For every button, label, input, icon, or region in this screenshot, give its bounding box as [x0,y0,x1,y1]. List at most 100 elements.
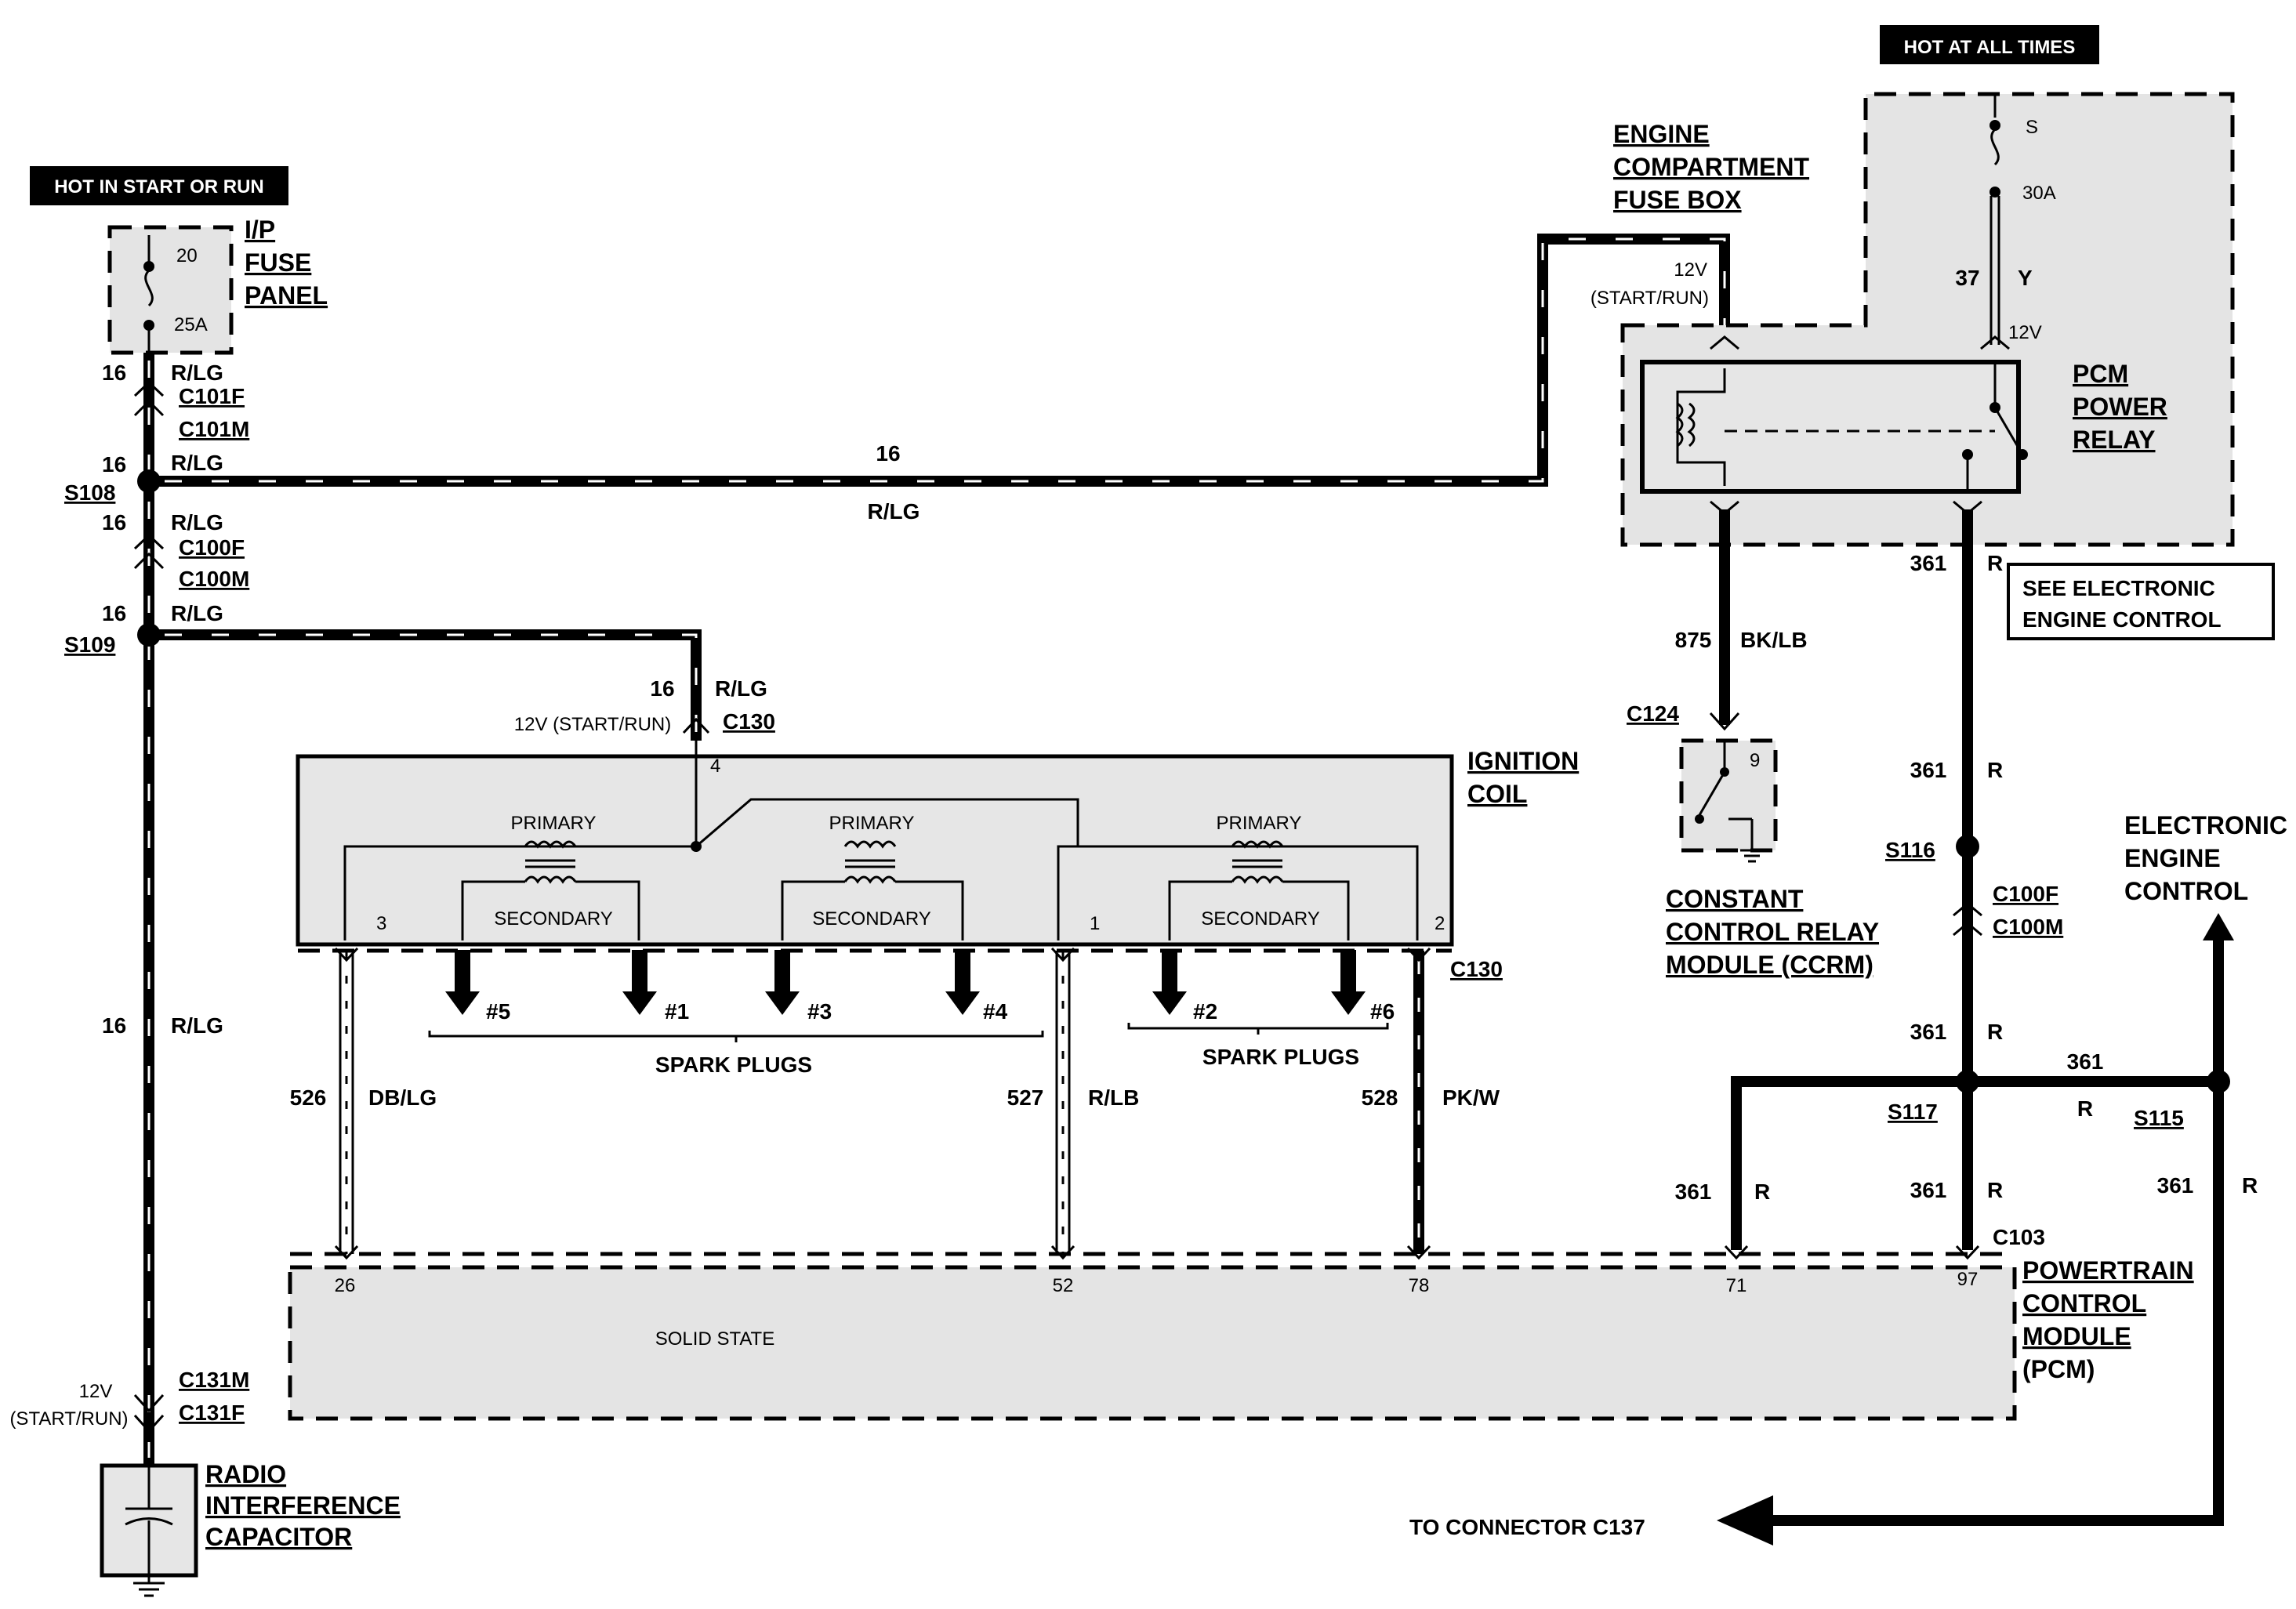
w5-color: R/LG [171,1013,223,1038]
see-eec-line-1: SEE ELECTRONIC [2022,576,2215,600]
w5-gauge: 16 [102,1013,126,1038]
eec-label-3: CONTROL [2124,877,2248,905]
r361-b-circuit: 361 [1910,758,1947,782]
top-wire-gauge: 16 [876,441,900,466]
ignition-coil-label-2: COIL [1467,780,1527,808]
secondary-label-2: SECONDARY [812,908,931,930]
pcm-label-4: (PCM) [2022,1355,2095,1383]
spark-plug-arrows [445,950,1366,1015]
wire-527-circuit: 527 [1007,1085,1044,1110]
wire-528-circuit: 528 [1362,1085,1398,1110]
wire-875-circuit: 875 [1675,628,1712,652]
pcm-pin-78: 78 [1409,1275,1430,1296]
c100f-right-label: C100F [1993,882,2058,906]
wire-526-circuit: 526 [290,1085,327,1110]
to-connector-text: TO CONNECTOR C137 [1409,1515,1645,1539]
plug-4: #4 [983,999,1008,1024]
wire-526-color: DB/LG [368,1085,437,1110]
primary-coil-3: PRIMARY SECONDARY [1168,813,1350,940]
r361-b-color: R [1987,758,2003,782]
pcm-pin-arrows [334,1245,1980,1260]
coil-pin-3: 3 [376,913,386,934]
see-eec-note: SEE ELECTRONIC ENGINE CONTROL [2007,563,2275,640]
ip-fuse-amps: 25A [174,314,208,335]
capacitor-label-1: RADIO [205,1460,286,1488]
ip-fuse-label-3: PANEL [245,281,328,310]
coil-feed-color: R/LG [715,676,767,701]
r361-d-circuit: 361 [1910,1178,1947,1202]
eec-label-2: ENGINE [2124,844,2221,872]
circuit-37: 37 [1955,266,1979,290]
pcm-label-1: POWERTRAIN [2022,1256,2194,1285]
pcm-label-2: CONTROL [2022,1289,2146,1317]
c130-bottom-label: C130 [1450,957,1503,981]
wire-527 [1050,947,1075,1254]
coil-pin-2: 2 [1435,913,1445,934]
circuit-37-color: Y [2018,266,2033,290]
r361-d-color: R [1987,1178,2003,1202]
s116-label: S116 [1885,838,1935,862]
wire-526 [334,947,359,1254]
plug-1: #1 [665,999,689,1024]
ignition-coil-label-1: IGNITION [1467,747,1579,775]
c131m-label: C131M [179,1368,249,1392]
coil-feed-wire [149,629,710,741]
s117-label: S117 [1888,1100,1938,1124]
engine-fuse-label-3: FUSE BOX [1613,186,1742,214]
top-wire-color: R/LG [868,499,920,524]
wire-528 [1406,947,1431,1254]
w4-gauge: 16 [102,601,126,625]
to-connector-c137: A TO CONNECTOR C137 [1409,1495,1773,1546]
header-hot-start-run: HOT IN START OR RUN [30,166,288,205]
plug-3: #3 [807,999,832,1024]
plug-2: #2 [1193,999,1217,1024]
c100m-right-label: C100M [1993,915,2063,939]
secondary-label-1: SECONDARY [494,908,613,930]
r361-71-color: R [1754,1180,1770,1204]
ignition-coil: 4 PRIMARY SECONDARY PRIMARY SECONDARY [296,741,1579,947]
ccrm: 9 C124 CONSTANT CONTROL RELAY MODULE (CC… [1627,701,1879,979]
capacitor-label-2: INTERFERENCE [205,1491,401,1520]
primary-label-1: PRIMARY [511,813,597,834]
s109-label: S109 [64,632,115,657]
wire-875 [1709,509,1740,731]
r361-s115-color: R [2077,1096,2093,1121]
r361-f-color: R [2242,1173,2258,1198]
ip-fuse-number: 20 [176,245,198,266]
pcm-relay-label-2: POWER [2073,393,2167,421]
c100f-left-label: C100F [179,535,245,560]
w2-color: R/LG [171,451,223,475]
c101m-label: C101M [179,417,249,441]
splice-s116-dot [1956,835,1979,858]
pcm-module: 26 52 78 71 97 SOLID STATE C103 POWERTRA… [288,1225,2194,1421]
s108-label: S108 [64,480,115,505]
r361-c-circuit: 361 [1910,1020,1947,1044]
ccrm-label-1: CONSTANT [1666,885,1804,913]
engine-fuse-number: S [2026,117,2038,138]
pcm-pin-71: 71 [1726,1275,1747,1296]
r361-a-circuit: 361 [1910,551,1947,575]
c131-voltage: 12V [79,1381,113,1402]
see-eec-line-2: ENGINE CONTROL [2022,607,2222,632]
wire-528-color: PK/W [1442,1085,1500,1110]
relay-12v-right: 12V [2008,322,2042,343]
w3-color: R/LG [171,510,223,535]
engine-fuse-label-1: ENGINE [1613,120,1710,148]
ccrm-connector: C124 [1627,701,1679,726]
ccrm-pin: 9 [1750,750,1760,771]
coil-feed-gauge: 16 [650,676,674,701]
ccrm-label-2: CONTROL RELAY [1666,918,1879,946]
ip-fuse-label-2: FUSE [245,248,311,277]
header-hot-all-times-text: HOT AT ALL TIMES [1904,37,2076,58]
r361-c-color: R [1987,1020,2003,1044]
spark-plug-bracket-2 [1127,1023,1389,1030]
spark-plugs-label-2: SPARK PLUGS [1202,1045,1359,1069]
coil-feed-voltage: 12V (START/RUN) [514,714,671,735]
primary-label-2: PRIMARY [829,813,915,834]
w4-color: R/LG [171,601,223,625]
wire-361-main [1953,509,1982,1250]
pcm-relay-label-1: PCM [2073,360,2128,388]
relay-12v-left: 12V [1674,259,1707,281]
w2-gauge: 16 [102,452,126,477]
